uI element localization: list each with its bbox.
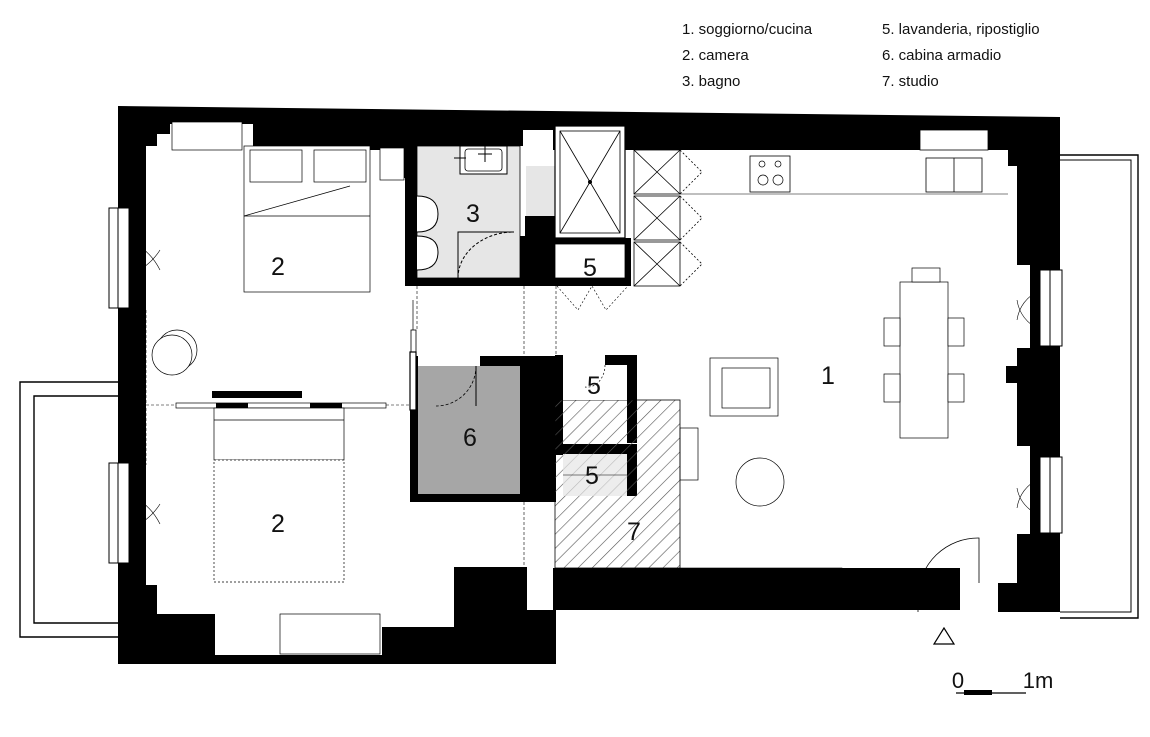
window-right-bottom [1039, 456, 1063, 534]
bed-bottom [213, 407, 381, 655]
legend-item-2: 2. camera [682, 47, 749, 64]
interior-walls [212, 146, 637, 502]
scale-start: 0 [952, 668, 964, 693]
round-table [735, 457, 785, 507]
room-label-bagno: 3 [466, 200, 480, 228]
bed-top [151, 121, 405, 376]
scale-bar: 0 1m [952, 668, 1053, 695]
room-label-lavanderia-mid: 5 [587, 372, 601, 400]
room-label-soggiorno: 1 [821, 362, 835, 390]
entrance-arrow-icon [932, 626, 956, 645]
legend-right: 5. lavanderia, ripostiglio 6. cabina arm… [882, 20, 1040, 92]
window-right-top [1039, 269, 1063, 347]
entrance-door [917, 537, 980, 598]
cabina-floor [418, 366, 520, 494]
legend-item-3: 3. bagno [682, 73, 741, 90]
window-left-bottom [108, 462, 130, 564]
legend-item-1: 1. soggiorno/cucina [682, 21, 813, 38]
room-label-cabina: 6 [463, 424, 477, 452]
window-left-top [108, 207, 130, 309]
scale-end: 1m [1023, 668, 1054, 693]
dining-table [883, 267, 965, 439]
room-label-camera-top: 2 [271, 253, 285, 281]
kitchen-cabinets [633, 149, 703, 287]
balcony-right [1060, 154, 1139, 619]
legend-item-7: 7. studio [882, 73, 939, 90]
room-label-camera-bottom: 2 [271, 510, 285, 538]
room-label-lavanderia-top: 5 [583, 254, 597, 282]
room-label-lavanderia-low: 5 [585, 462, 599, 490]
room-label-studio: 7 [627, 518, 641, 546]
dashed-lines [145, 286, 557, 568]
legend-item-6: 6. cabina armadio [882, 47, 1002, 64]
legend-item-5: 5. lavanderia, ripostiglio [882, 21, 1040, 38]
balcony-left [19, 381, 118, 638]
stairs [679, 567, 843, 605]
legend-left: 1. soggiorno/cucina 2. camera 3. bagno [682, 20, 812, 92]
